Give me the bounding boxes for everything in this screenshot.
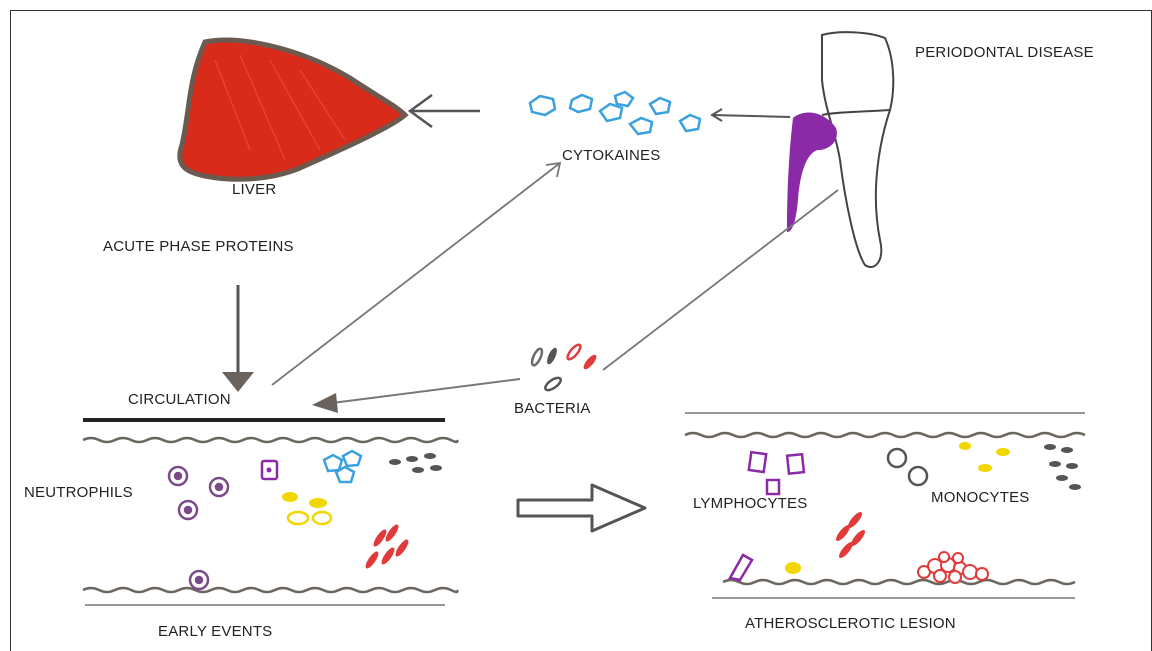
arrow-tooth-to-cytokines: [712, 109, 790, 121]
gray-bacteria-left: [389, 453, 442, 473]
line-tooth-to-bacteria: [603, 190, 838, 370]
lymphocytes-label: LYMPHOCYTES: [693, 495, 807, 512]
arrow-cytokines-to-liver: [410, 95, 480, 127]
progression-arrow: [518, 485, 645, 531]
cytokines-in-vessel: [324, 451, 361, 482]
yellow-cells-right: [785, 442, 1010, 574]
liver-label: LIVER: [232, 181, 276, 198]
monocytes-label: MONOCYTES: [931, 489, 1029, 506]
bacteria-label: BACTERIA: [514, 400, 591, 417]
purple-cell-square: [262, 461, 277, 479]
cytokaines-label: CYTOKAINES: [562, 147, 660, 164]
atherosclerotic-lesion-label: ATHEROSCLEROTIC LESION: [745, 615, 956, 632]
liver-illustration: [180, 40, 405, 179]
neutrophils-label: NEUTROPHILS: [24, 484, 133, 501]
early-events-label: EARLY EVENTS: [158, 623, 272, 640]
vessel-wall-bottom-left: [83, 588, 457, 592]
circulation-label: CIRCULATION: [128, 391, 231, 408]
arrow-circulation-to-cytokines: [272, 163, 560, 385]
vessel-wall-top-right: [685, 433, 1085, 437]
monocyte-cells: [888, 449, 927, 485]
cytokine-cluster: [530, 92, 700, 134]
periodontal-disease-label: PERIODONTAL DISEASE: [915, 44, 1094, 61]
vessel-wall-bottom-right: [723, 580, 1075, 584]
vessel-wall-top-left: [83, 438, 457, 442]
yellow-cells-left: [282, 492, 331, 524]
arrow-proteins-to-circulation: [222, 285, 254, 392]
tooth-illustration: [822, 32, 893, 267]
lymphocyte-cells: [730, 452, 804, 580]
plaque-cluster: [918, 552, 988, 583]
gum-inflammation: [787, 113, 837, 232]
arrow-bacteria-to-circulation: [312, 379, 520, 413]
neutrophil-cells: [169, 467, 228, 589]
acute-phase-proteins-label: ACUTE PHASE PROTEINS: [103, 238, 294, 255]
red-bacteria-left: [363, 523, 410, 570]
gray-bacteria-right: [1044, 444, 1081, 490]
bacteria-cluster: [530, 343, 598, 393]
red-bacteria-right: [834, 510, 867, 560]
